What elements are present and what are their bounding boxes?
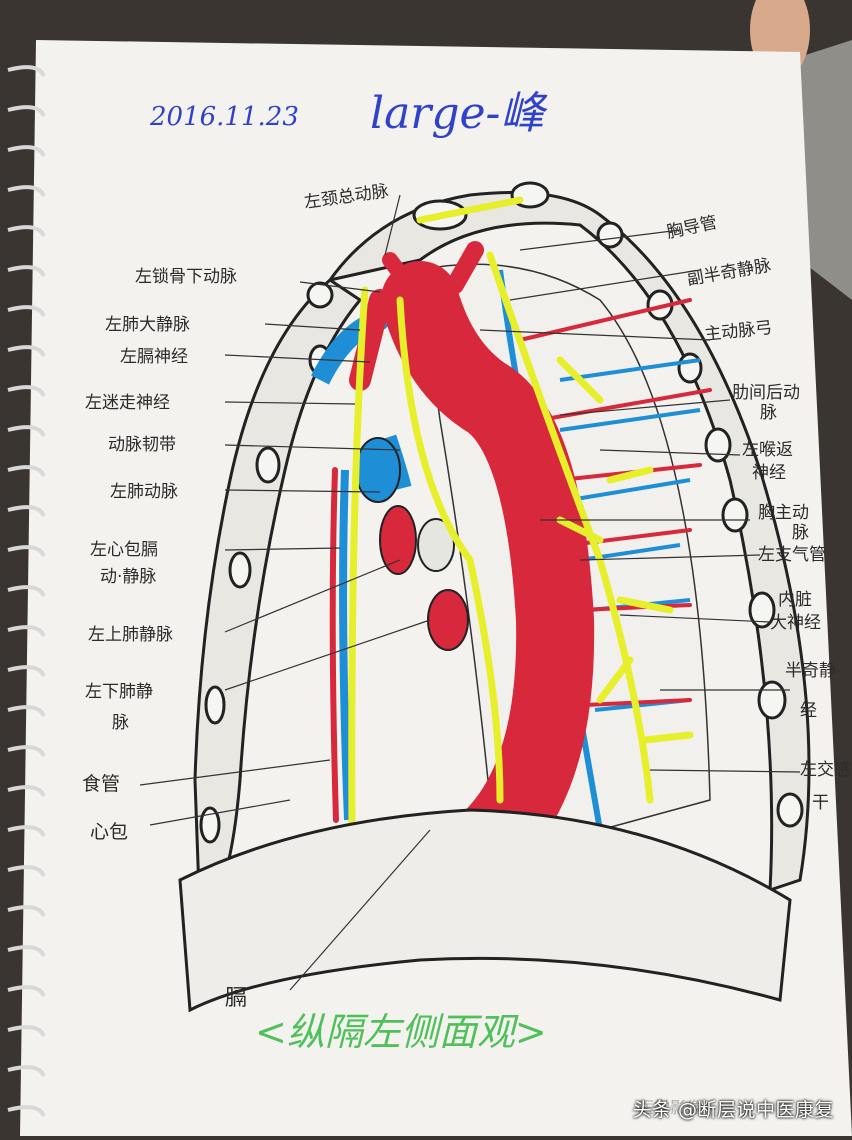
date-text: 2016.11.23 bbox=[149, 102, 299, 132]
labels-left: 左颈总动脉 左锁骨下动脉 左肺大静脉 左膈神经 左迷走神经 动脉韧带 左肺动脉 … bbox=[82, 181, 390, 1011]
label-left-pulmonary-artery: 左肺动脉 bbox=[110, 482, 178, 502]
label-pericardiacophrenic-2: 动·静脉 bbox=[100, 567, 156, 587]
label-ligamentum-arteriosum: 动脉韧带 bbox=[108, 435, 176, 455]
label-recurrent-laryngeal-2: 神经 bbox=[752, 463, 786, 483]
watermark-faint: 医学影像 bbox=[637, 1098, 702, 1117]
label-left-inferior-pulmonary-vein-2: 脉 bbox=[112, 713, 129, 733]
diaphragm bbox=[178, 808, 792, 1013]
nerves bbox=[348, 196, 694, 834]
label-thoracic-aorta-2: 脉 bbox=[792, 523, 809, 543]
label-left-superior-pulmonary-vein: 左上肺静脉 bbox=[88, 625, 173, 645]
label-left-bronchus: 左支气管 bbox=[758, 545, 826, 565]
label-left-inferior-pulmonary-vein: 左下肺静 bbox=[85, 682, 153, 702]
label-recurrent-laryngeal: 左喉返 bbox=[742, 440, 793, 460]
label-greater-splanchnic-2: 大神经 bbox=[770, 613, 821, 633]
label-left-phrenic-nerve: 左膈神经 bbox=[120, 347, 188, 367]
label-diaphragm: 膈 bbox=[225, 986, 247, 1011]
label-esophagus: 食管 bbox=[82, 773, 120, 795]
caption-text: <纵隔左侧面观> bbox=[255, 1010, 547, 1054]
label-posterior-intercostal: 肋间后动 bbox=[732, 383, 800, 403]
label-left-vagus-nerve: 左迷走神经 bbox=[85, 393, 170, 413]
label-hemiazygos-2: 经 bbox=[800, 701, 817, 721]
label-sympathetic-trunk: 左交感 bbox=[800, 760, 851, 780]
label-pericardiacophrenic: 左心包膈 bbox=[90, 540, 158, 560]
label-pericardium: 心包 bbox=[90, 821, 128, 843]
label-left-subclavian: 左锁骨下动脉 bbox=[135, 267, 237, 287]
label-sympathetic-trunk-2: 干 bbox=[812, 793, 829, 813]
label-posterior-intercostal-2: 脉 bbox=[760, 403, 777, 423]
author-text: large-峰 bbox=[370, 88, 548, 139]
spiral-binding bbox=[7, 65, 46, 1117]
label-left-brachiocephalic-vein: 左肺大静脉 bbox=[105, 315, 190, 335]
leader-lines bbox=[139, 194, 801, 991]
label-greater-splanchnic: 内脏 bbox=[778, 590, 812, 610]
label-thoracic-aorta: 胸主动 bbox=[758, 503, 809, 523]
label-hemiazygos: 半奇静 bbox=[785, 661, 836, 681]
watermark-text: 头条 @断层说中医康复 bbox=[632, 1099, 834, 1121]
